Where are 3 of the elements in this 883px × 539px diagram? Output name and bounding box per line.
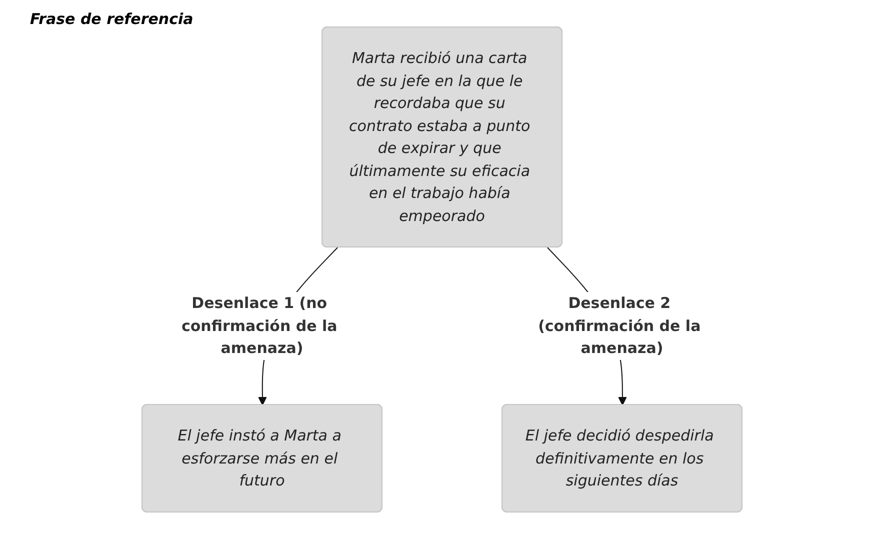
reference-label: Frase de referencia (30, 10, 194, 28)
edge-label: Desenlace 1 (no confirmación de la amenaza) (180, 294, 337, 357)
edge-label: Desenlace 2 (confirmación de la amenaza) (538, 294, 700, 357)
